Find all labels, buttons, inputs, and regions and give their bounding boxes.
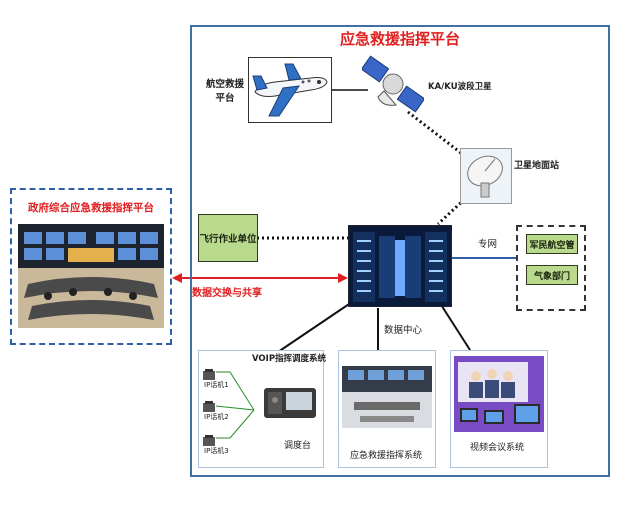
ip-phone-3-label: IP话机3	[204, 447, 229, 455]
ip-phone-2: IP话机2	[202, 398, 229, 421]
platform-frame	[190, 25, 610, 477]
satellite-image	[360, 55, 426, 113]
ip-phone-3: IP话机3	[202, 432, 229, 455]
dispatch-console-label: 调度台	[284, 441, 312, 451]
gov-platform-frame	[10, 188, 172, 345]
voip-links	[215, 371, 255, 439]
airplane-icon	[252, 63, 328, 117]
server-image	[348, 225, 452, 307]
flight-unit-box: 飞行作业单位	[198, 214, 258, 262]
aviation-label-line2: 平台	[215, 93, 235, 104]
gov-command-center-image	[18, 224, 164, 328]
ground-station-label: 卫星地面站	[514, 161, 560, 171]
satellite-label: KA/KU波段卫星	[428, 82, 492, 92]
aviation-label-line1: 航空救援	[205, 79, 244, 90]
voip-phones: IP话机1 IP话机2 IP话机3	[202, 366, 262, 464]
command-center-illustration	[18, 224, 164, 328]
command-system-image	[342, 366, 432, 428]
partner-group	[516, 225, 586, 311]
ip-phone-2-label: IP话机2	[204, 413, 229, 421]
satellite-icon	[360, 55, 426, 113]
meteorology-box: 气象部门	[526, 265, 578, 285]
aviation-label: 航空救援 平台	[202, 78, 248, 106]
gov-platform-title: 政府综合应急救援指挥平台	[28, 202, 154, 214]
private-network-label: 专网	[478, 239, 498, 250]
aviation-image	[248, 57, 332, 123]
video-conf-label: 视频会议系统	[470, 443, 525, 453]
ip-phone-1: IP话机1	[202, 366, 229, 389]
voip-title: VOIP指挥调度系统	[252, 354, 327, 364]
video-conf-image	[454, 356, 544, 432]
phone-icon	[203, 401, 215, 412]
aviation-control-box: 军民航空管	[526, 234, 578, 254]
ground-station-image	[460, 148, 512, 204]
ip-phone-1-label: IP话机1	[204, 381, 229, 389]
server-rack-icon	[353, 232, 447, 302]
control-room-illustration	[342, 366, 432, 428]
satellite-dish-icon	[467, 155, 503, 198]
dispatch-console-image	[262, 384, 318, 420]
data-exchange-label: 数据交换与共享	[192, 288, 262, 299]
command-system-label: 应急救援指挥系统	[350, 451, 423, 461]
phone-icon	[203, 369, 215, 380]
platform-title: 应急救援指挥平台	[339, 30, 460, 48]
video-conference-illustration	[454, 356, 544, 432]
console-icon	[264, 388, 316, 418]
phone-icon	[203, 435, 215, 446]
data-center-label: 数据中心	[384, 325, 423, 336]
